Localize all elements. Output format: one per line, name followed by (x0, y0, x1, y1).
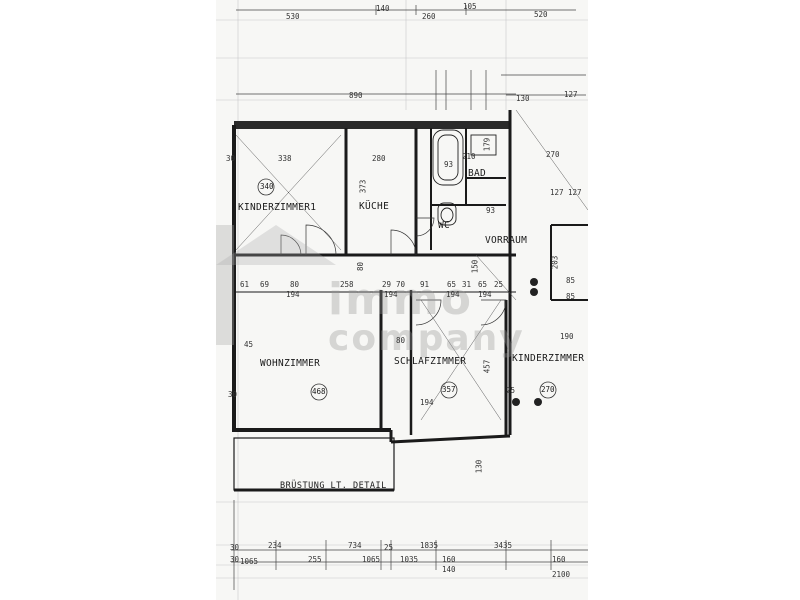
dim-label: 234 (268, 541, 282, 550)
brustung-note: BRÜSTUNG LT. DETAIL (280, 481, 387, 491)
room-label-wc: WC (438, 220, 451, 231)
dim-label: 457 (482, 359, 492, 374)
dim-label: 260 (422, 12, 436, 21)
dim-label: 194 (286, 290, 300, 299)
fixture-dots (512, 278, 542, 406)
top-dimension-lines (236, 5, 586, 110)
door-swings (280, 217, 507, 326)
dim-label: 373 (358, 179, 368, 194)
dim-label: 127 (550, 188, 564, 197)
room-label-kinderzimmer2: KINDERZIMMER (512, 353, 585, 364)
dim-label: 30 (226, 154, 236, 163)
dim-label: 190 (560, 332, 574, 341)
dim-label: 105 (463, 2, 477, 11)
dim-label: 25 (494, 280, 504, 289)
dim-label: 150 (470, 259, 480, 274)
dim-label: 1035 (400, 555, 419, 564)
dim-label: 194 (478, 290, 492, 299)
room-label-schlafzimmer: SCHLAFZIMMER (394, 356, 467, 367)
dim-label: 93 (444, 160, 454, 169)
room-label-kinderzimmer1: KINDERZIMMER1 (238, 202, 317, 213)
dim-label: 1835 (420, 541, 439, 550)
dim-label: 1065 (240, 557, 259, 566)
dim-label: 25 (506, 386, 516, 395)
dim-label: 130 (516, 94, 530, 103)
dim-label: 203 (550, 255, 560, 270)
dim-label: 179 (482, 137, 492, 152)
dim-label: 127 (564, 90, 578, 99)
dim-label: 258 (340, 280, 354, 289)
dim-label: 194 (446, 290, 460, 299)
dim-label: 80 (290, 280, 300, 289)
dim-label: 70 (396, 280, 406, 289)
dim-label: 30 (230, 543, 240, 552)
dim-label: 890 (349, 91, 363, 100)
dim-label: 140 (442, 565, 456, 574)
bath-fixtures (432, 129, 497, 226)
dim-label: 194 (420, 398, 434, 407)
room-label-wohnzimmer: WOHNZIMMER (260, 358, 321, 369)
watermark-immo: immo (328, 274, 474, 325)
dim-label: 80 (396, 336, 406, 345)
dim-label: 520 (534, 10, 548, 19)
floor-plan-drawing (216, 0, 588, 600)
dim-label: 85 (566, 276, 576, 285)
room-label-kueche: KÜCHE (359, 201, 390, 212)
dim-label: 1065 (362, 555, 381, 564)
watermark-house-logo (216, 225, 336, 345)
area-schlafzimmer: 357 (442, 385, 456, 394)
dim-label: 160 (552, 555, 566, 564)
dim-label: 85 (566, 292, 576, 301)
dim-label: 734 (348, 541, 362, 550)
area-wohnzimmer: 468 (312, 387, 326, 396)
area-kinderzimmer2: 270 (541, 385, 555, 394)
dim-label: 255 (308, 555, 322, 564)
dim-label: 93 (486, 206, 496, 215)
dim-label: 160 (442, 555, 456, 564)
dim-label: 338 (278, 154, 292, 163)
area-kinderzimmer1: 340 (260, 182, 274, 191)
dim-label: 3435 (494, 541, 513, 550)
dim-label: 45 (244, 340, 254, 349)
dim-label: 210 (462, 152, 476, 161)
area-markers (257, 178, 557, 401)
dim-label: 2100 (552, 570, 571, 579)
dim-label: 80 (356, 261, 366, 272)
hatching (235, 109, 588, 421)
dim-label: 140 (376, 4, 390, 13)
dim-label: 280 (372, 154, 386, 163)
dim-label: 61 (240, 280, 250, 289)
room-label-vorraum: VORRAUM (485, 235, 528, 246)
grid-lines (216, 0, 588, 600)
dim-label: 30 (228, 390, 238, 399)
dim-label: 127 (568, 188, 582, 197)
room-label-bad: BAD (468, 168, 487, 179)
dim-label: 65 (447, 280, 457, 289)
dim-label: 30 (230, 555, 240, 564)
watermark-company: company (328, 318, 525, 359)
dim-label: 29 (382, 280, 392, 289)
dim-label: 25 (384, 543, 394, 552)
dim-label: 91 (420, 280, 430, 289)
dim-label: 31 (462, 280, 472, 289)
dim-label: 270 (546, 150, 560, 159)
dim-label: 194 (384, 290, 398, 299)
dim-label: 65 (478, 280, 488, 289)
dim-label: 530 (286, 12, 300, 21)
floor-plan-sheet: immo company KINDERZIMMER1 KÜCHE BAD WC … (216, 0, 588, 600)
balcony (233, 437, 395, 492)
bottom-dimension-lines (231, 500, 588, 590)
dim-label: 69 (260, 280, 270, 289)
dim-label: 130 (474, 459, 484, 474)
